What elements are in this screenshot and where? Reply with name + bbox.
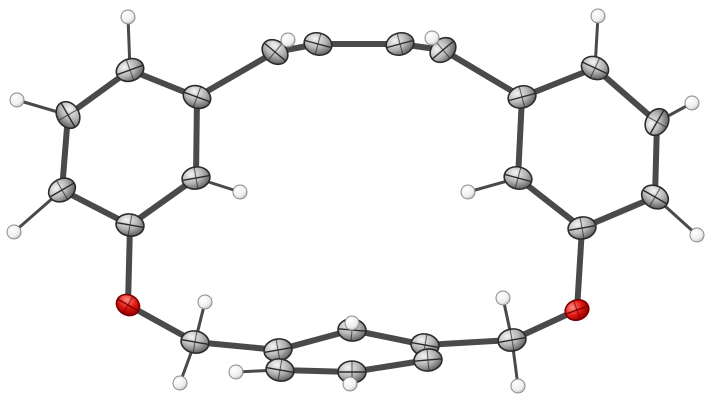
carbon-atom	[497, 328, 527, 352]
atom-layer	[6, 8, 705, 394]
hydrogen-atom	[590, 8, 606, 24]
carbon-atom	[115, 213, 145, 237]
carbon-atom	[580, 55, 610, 81]
hydrogen-atom	[460, 184, 476, 200]
hydrogen-atom	[510, 378, 526, 394]
oxygen-atom	[564, 298, 590, 322]
hydrogen-atom	[9, 92, 25, 108]
carbon-atom	[115, 57, 145, 83]
hydrogen-atom	[344, 315, 360, 331]
carbon-atom	[47, 177, 77, 203]
hydrogen-atom	[228, 364, 244, 380]
hydrogen-atom	[342, 376, 358, 392]
carbon-atom	[385, 31, 415, 57]
hydrogen-atom	[197, 294, 213, 310]
oxygen-atom	[115, 293, 141, 317]
carbon-atom	[644, 107, 670, 137]
hydrogen-atom	[172, 375, 188, 391]
carbon-atom	[55, 100, 81, 130]
hydrogen-atom	[684, 95, 700, 111]
carbon-atom	[503, 165, 533, 191]
hydrogen-atom	[424, 30, 440, 46]
carbon-atom	[507, 84, 537, 110]
carbon-atom	[567, 216, 597, 240]
bond-L6-L1	[193, 94, 200, 181]
bond-R5-OR	[574, 225, 585, 313]
carbon-atom	[180, 330, 210, 354]
hydrogen-atom	[120, 9, 136, 25]
carbon-atom	[182, 84, 212, 110]
carbon-atom	[413, 348, 443, 372]
hydrogen-atom	[232, 184, 248, 200]
carbon-atom	[640, 184, 670, 210]
bond-L1-T1	[194, 49, 278, 100]
carbon-atom	[181, 166, 211, 190]
bond-T4-R1	[440, 47, 525, 100]
carbon-atom	[303, 31, 333, 57]
hydrogen-atom	[689, 227, 705, 243]
hydrogen-atom	[280, 32, 296, 48]
bond-R6-R1	[515, 94, 525, 181]
carbon-atom	[265, 358, 295, 382]
hydrogen-atom	[495, 290, 511, 306]
hydrogen-atom	[6, 224, 22, 240]
bond-L5-OL	[125, 222, 133, 308]
